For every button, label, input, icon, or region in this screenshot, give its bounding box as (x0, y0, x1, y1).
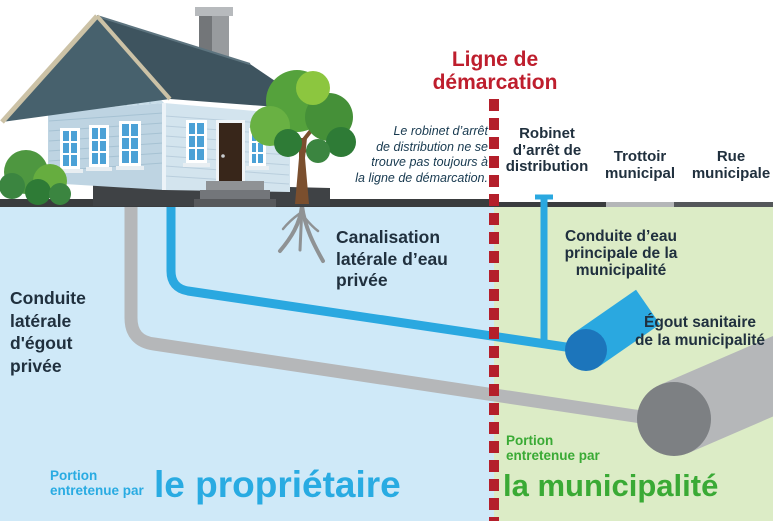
main-roof (97, 16, 318, 110)
water-lateral-pipe (166, 206, 587, 355)
gable-roof (2, 16, 170, 122)
municipality-portion-caption: Portion entretenue par (506, 433, 600, 463)
demarcation-title: Ligne de démarcation (432, 48, 558, 94)
window (57, 120, 269, 173)
bush-illustration (0, 150, 71, 205)
owner-portion-title: le propriétaire (154, 464, 401, 505)
tree-roots (278, 204, 325, 263)
label-private-sewer-lateral: Conduite latérale d'égout privée (10, 288, 86, 376)
sewer-lateral-pipe (124, 206, 656, 426)
house-illustration (0, 7, 330, 207)
municipality-portion-title: la municipalité (503, 468, 719, 503)
label-private-water-lateral: Canalisation latérale d’eau privée (336, 227, 448, 290)
water-main-pipe (565, 289, 660, 371)
label-municipal-sidewalk: Trottoir municipal (604, 148, 675, 182)
sewer-main-pipe (637, 335, 773, 456)
label-municipal-street: Rue municipale (691, 148, 771, 182)
wall-corner-trim (162, 103, 166, 190)
road-segment (674, 202, 773, 207)
front-door (216, 120, 245, 185)
tree-illustration (250, 70, 356, 204)
porch-steps (194, 181, 276, 207)
label-shutoff-valve: Robinet d’arrêt de distribution (505, 125, 589, 175)
sidewalk-segment (606, 202, 674, 207)
shutoff-note: Le robinet d’arrêt de distribution ne se… (355, 124, 488, 185)
water-shutoff-riser (535, 194, 553, 346)
owner-portion-caption: Portion entretenue par (50, 468, 144, 498)
label-municipal-sanitary-sewer: Égout sanitaire de la municipalité (634, 314, 766, 349)
label-municipal-water-main: Conduite d’eau principale de la municipa… (564, 228, 678, 279)
